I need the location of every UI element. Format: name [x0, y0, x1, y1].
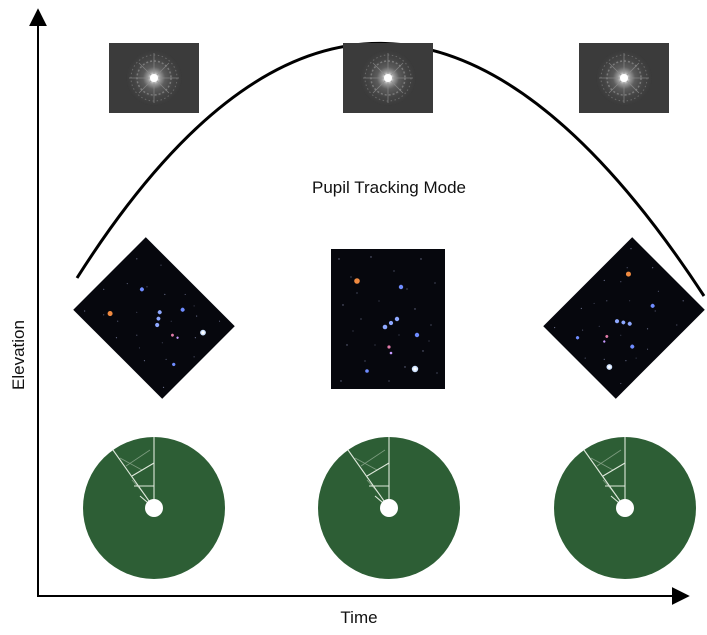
x-axis-label: Time	[340, 608, 377, 627]
y-axis-label: Elevation	[9, 320, 28, 390]
psf-image-rising	[109, 43, 199, 113]
pupil-disc-transit	[317, 436, 461, 580]
diagram-title: Pupil Tracking Mode	[312, 178, 466, 197]
psf-image-setting	[579, 43, 669, 113]
star-field-image-rising	[73, 237, 235, 399]
pupil-disc-rising	[82, 436, 226, 580]
star-field-image-transit	[331, 249, 445, 389]
psf-image-transit	[343, 43, 433, 113]
pupil-disc-setting	[553, 436, 697, 580]
